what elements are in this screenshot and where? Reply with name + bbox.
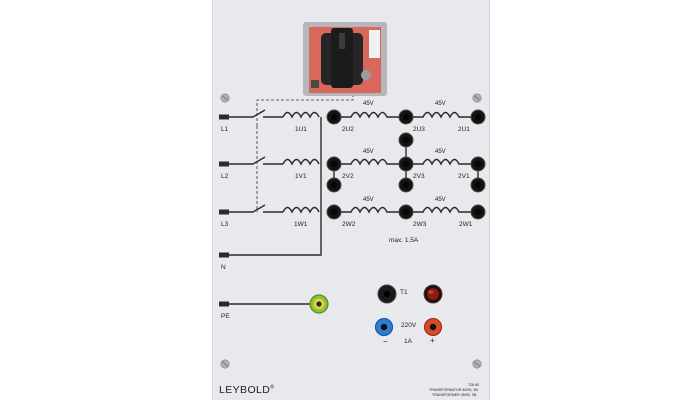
- label-2w2: 2W2: [342, 221, 356, 228]
- rotary-switch[interactable]: [303, 22, 387, 96]
- label-220v: 220V: [401, 322, 417, 329]
- model-text-1: TRANSFORMATOR 45/90, 3N: [429, 388, 478, 392]
- label-2u1: 2U1: [458, 126, 470, 133]
- label-2u3: 2U3: [413, 126, 425, 133]
- terminal-pin-n: [219, 252, 229, 258]
- secondary-wiring: [333, 111, 479, 214]
- label-2v3: 2V3: [413, 173, 425, 180]
- label-45v-u-left: 45V: [363, 101, 374, 107]
- label-2v1: 2V1: [458, 173, 470, 180]
- label-2w3: 2W3: [413, 221, 427, 228]
- label-45v-u-right: 45V: [435, 101, 446, 107]
- socket-pe-green[interactable]: [309, 294, 329, 314]
- label-45v-w-left: 45V: [363, 197, 374, 203]
- label-1v1: 1V1: [295, 173, 307, 180]
- switch-lock: [361, 70, 371, 80]
- model-text-2: TRANSFORMER 45/90, 3N: [432, 393, 477, 397]
- terminal-pin-l1: [219, 114, 229, 120]
- terminal-pin-l2: [219, 161, 229, 167]
- label-plus: +: [430, 336, 435, 345]
- socket-220v-plus[interactable]: [423, 317, 443, 337]
- label-t1: T1: [400, 289, 408, 296]
- transformer-panel: L1 L2 L3 N PE 1U1 1V1 1W1 45V 45V 45V 45…: [212, 0, 490, 400]
- model-code: 726 80: [468, 383, 479, 387]
- label-2u2: 2U2: [342, 126, 354, 133]
- switch-badge: [311, 80, 319, 88]
- label-45v-w-right: 45V: [435, 197, 446, 203]
- label-2w1: 2W1: [459, 221, 473, 228]
- label-1a: 1A: [404, 338, 412, 345]
- terminal-pin-l3: [219, 209, 229, 215]
- label-1w1: 1W1: [294, 221, 308, 228]
- switch-label-plate: [369, 30, 380, 58]
- switch-knob-marker: [339, 33, 345, 49]
- label-n: N: [221, 264, 226, 271]
- label-l1: L1: [221, 126, 229, 133]
- switch-linkage-dashed: [256, 96, 354, 126]
- socket-t1[interactable]: [377, 284, 397, 304]
- label-l2: L2: [221, 173, 229, 180]
- label-l3: L3: [221, 221, 229, 228]
- label-45v-v-left: 45V: [363, 149, 374, 155]
- label-max-current: max. 1.5A: [389, 237, 419, 244]
- socket-220v-minus[interactable]: [374, 317, 394, 337]
- label-45v-v-right: 45V: [435, 149, 446, 155]
- label-minus: −: [383, 337, 388, 346]
- switch-knob-grip: [331, 28, 353, 88]
- terminal-pin-pe: [219, 301, 229, 307]
- brand-logo: LEYBOLD®: [219, 384, 275, 396]
- primary-wiring: [227, 109, 322, 305]
- label-pe: PE: [221, 313, 230, 320]
- indicator-lamp: [423, 284, 443, 304]
- label-2v2: 2V2: [342, 173, 354, 180]
- panel-drawing: [219, 22, 486, 369]
- label-1u1: 1U1: [295, 126, 307, 133]
